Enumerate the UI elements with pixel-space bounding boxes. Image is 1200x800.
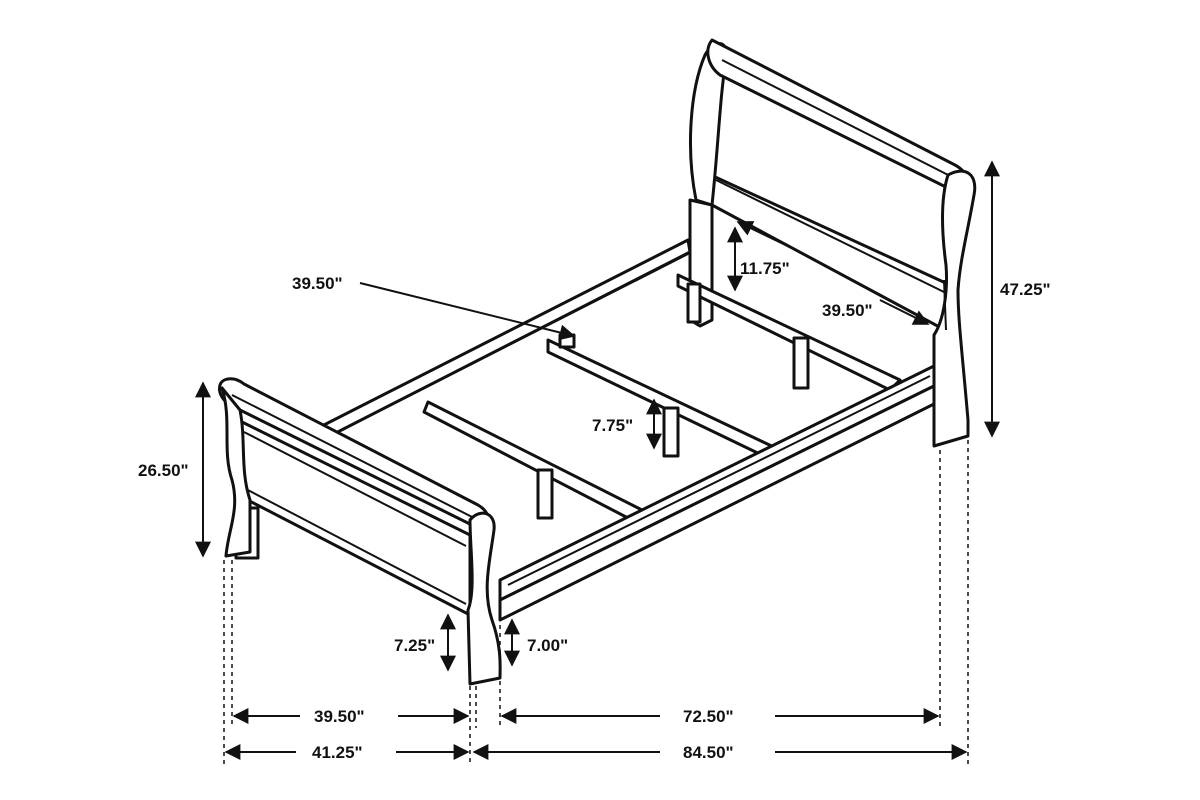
far-side-rail bbox=[316, 238, 692, 442]
footboard-clearance-label: 7.25" bbox=[394, 636, 435, 655]
footboard-height-label: 26.50" bbox=[138, 461, 189, 480]
inner-length-label: 72.50" bbox=[683, 707, 734, 726]
inner-width-label: 39.50" bbox=[314, 707, 365, 726]
slat-width-label: 39.50" bbox=[292, 274, 343, 293]
slat-clearance-label: 7.75" bbox=[592, 416, 633, 435]
near-side-rail bbox=[498, 364, 936, 622]
rail-clearance-label: 7.00" bbox=[527, 636, 568, 655]
headboard-panel-height-label: 11.75" bbox=[740, 259, 790, 278]
headboard-inner-width-label: 39.50" bbox=[822, 301, 873, 320]
extension-lines bbox=[223, 440, 969, 765]
headboard bbox=[688, 38, 977, 448]
footboard bbox=[218, 377, 502, 686]
slat-supports bbox=[536, 282, 810, 520]
overall-width-label: 41.25" bbox=[312, 743, 363, 762]
headboard-height-label: 47.25" bbox=[1000, 280, 1051, 299]
dimension-lines bbox=[195, 160, 1000, 760]
overall-length-label: 84.50" bbox=[683, 743, 734, 762]
